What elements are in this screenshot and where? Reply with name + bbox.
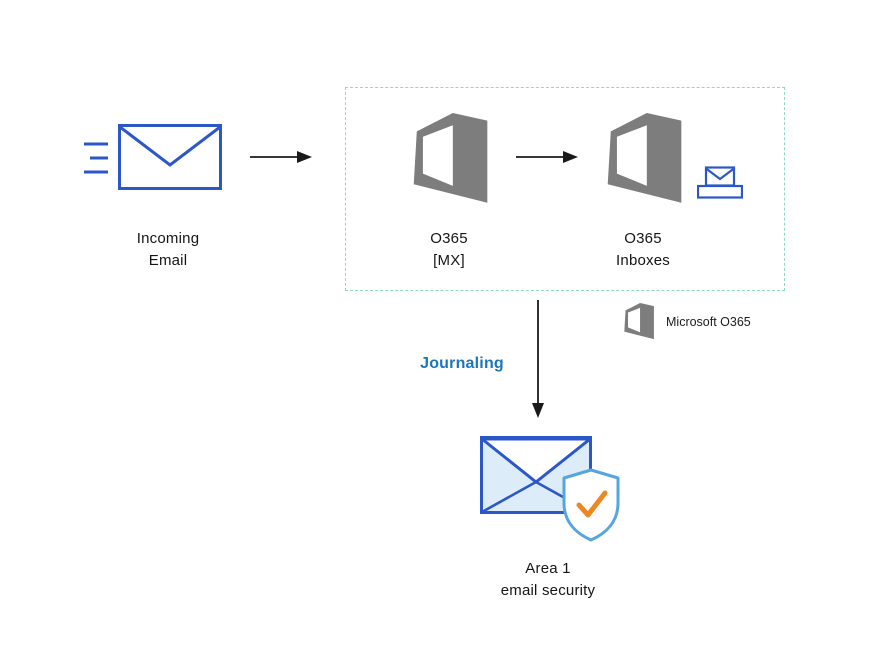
area1-label-line1: Area 1 — [525, 560, 571, 577]
microsoft-o365-legend-icon — [624, 303, 654, 340]
office365-logo-shape — [413, 113, 488, 203]
area1-email-security-label: Area 1 email security — [478, 558, 618, 602]
incoming-email-label-line1: Incoming — [136, 230, 200, 247]
o365-mx-label: O365 [MX] — [389, 228, 509, 272]
arrow-right-icon — [516, 151, 578, 163]
o365-mx-label-line1: O365 — [430, 230, 468, 247]
inbox-tray — [697, 184, 743, 199]
office365-logo-shape — [624, 303, 654, 340]
office365-logo-icon — [413, 113, 488, 203]
o365-inboxes-label-line2: Inboxes — [616, 252, 670, 269]
incoming-email-label: Incoming Email — [108, 228, 228, 272]
o365-mx-label-line2: [MX] — [433, 252, 465, 269]
inbox-envelope-icon — [697, 166, 743, 199]
o365-inboxes-label: O365 Inboxes — [583, 228, 703, 272]
arrow-head — [297, 151, 312, 163]
shield-check-icon — [562, 468, 620, 542]
check-mark — [576, 490, 608, 518]
arrow-head — [563, 151, 578, 163]
envelope-body — [118, 124, 222, 190]
arrow-down-icon — [532, 300, 544, 418]
journaling-label: Journaling — [420, 355, 504, 372]
envelope-flap — [480, 437, 592, 484]
area1-label-line2: email security — [500, 582, 596, 599]
incoming-email-label-line2: Email — [148, 252, 188, 269]
arrow-head — [532, 403, 544, 418]
o365-boundary-box — [345, 87, 785, 291]
envelope-body — [704, 166, 736, 187]
shield-shape — [562, 468, 620, 542]
office365-logo-shape — [607, 113, 682, 203]
speed-lines-icon — [84, 142, 108, 174]
envelope-flap — [119, 125, 221, 167]
incoming-email-envelope-icon — [118, 124, 222, 190]
office365-logo-icon — [607, 113, 682, 203]
arrow-right-icon — [250, 151, 312, 163]
o365-inboxes-label-line1: O365 — [624, 230, 662, 247]
legend-microsoft-o365-label: Microsoft O365 — [666, 315, 751, 329]
envelope-flap — [705, 167, 735, 181]
